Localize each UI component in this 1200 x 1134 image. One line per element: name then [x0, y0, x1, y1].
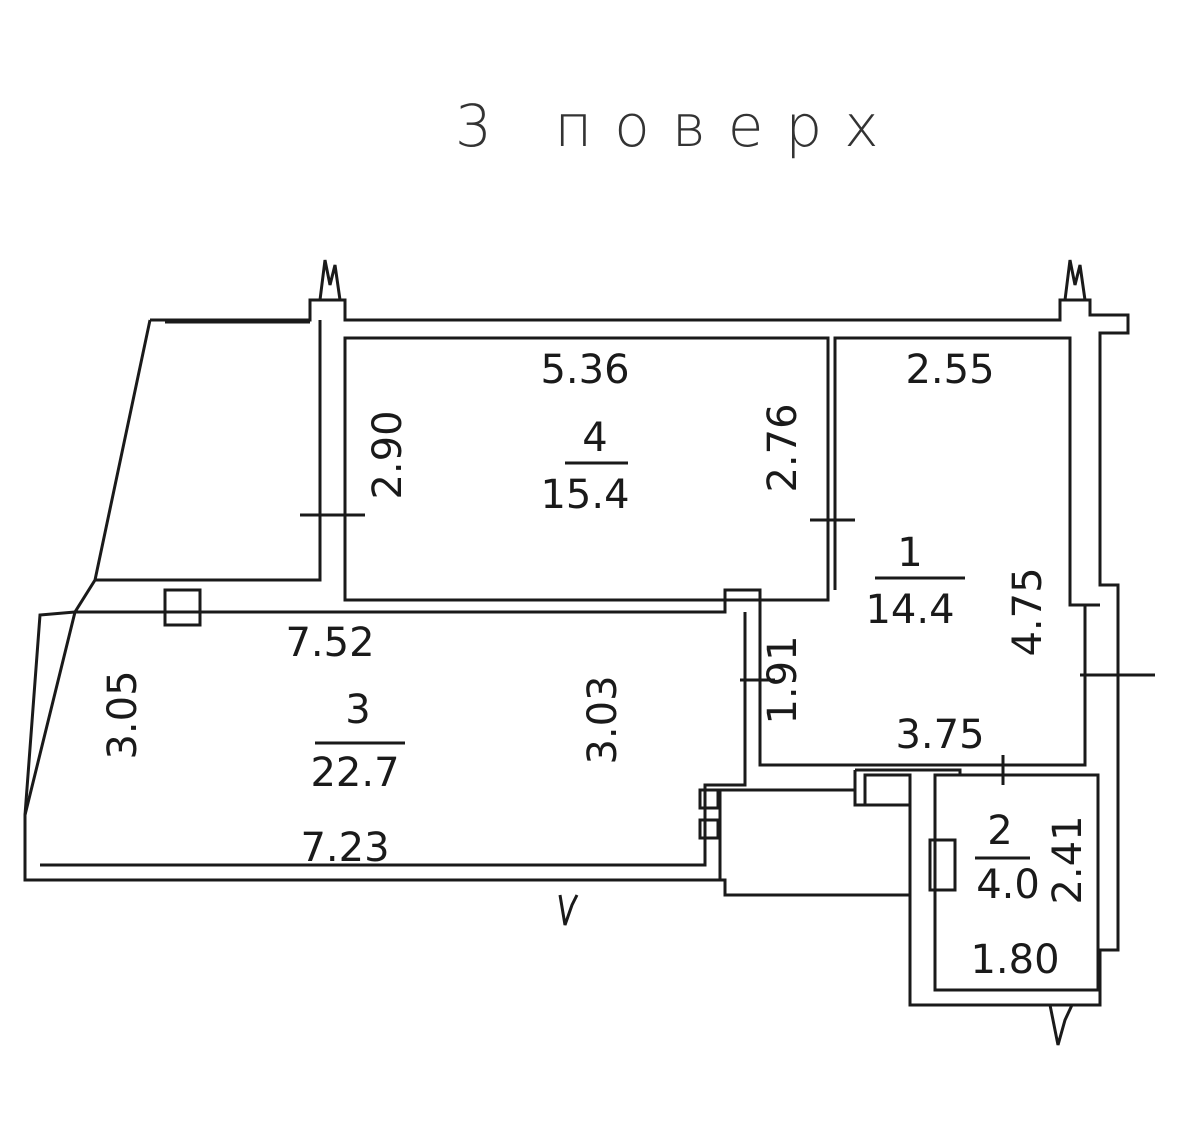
room-3-number: 3 [345, 687, 370, 733]
room-1-bottom-width: 3.75 [895, 712, 984, 758]
room-1-lower-height: 1.91 [760, 635, 806, 724]
room-3-height-left: 3.05 [100, 670, 146, 759]
room-4-height-left: 2.90 [365, 410, 411, 499]
room-2-height: 2.41 [1045, 815, 1091, 904]
room-4-number: 4 [582, 415, 607, 461]
walls [23, 259, 1155, 1046]
room-2-width: 1.80 [970, 937, 1059, 983]
room-3-height-right: 3.03 [580, 675, 626, 764]
room-1-area: 14.4 [865, 587, 954, 633]
room-2-number: 2 [987, 808, 1012, 854]
room-3-area: 22.7 [310, 750, 399, 796]
room-1-height: 4.75 [1005, 567, 1051, 656]
room-3-top-width: 7.52 [285, 620, 374, 666]
room-1-width: 2.55 [905, 347, 994, 393]
room-4-height-right: 2.76 [760, 403, 806, 492]
room-2-area: 4.0 [976, 862, 1040, 908]
floor-title: 3 поверх [455, 92, 901, 160]
room-4-width: 5.36 [540, 347, 629, 393]
room-3-bottom-width: 7.23 [300, 825, 389, 871]
room-1-number: 1 [897, 530, 922, 576]
room-4-area: 15.4 [540, 472, 629, 518]
